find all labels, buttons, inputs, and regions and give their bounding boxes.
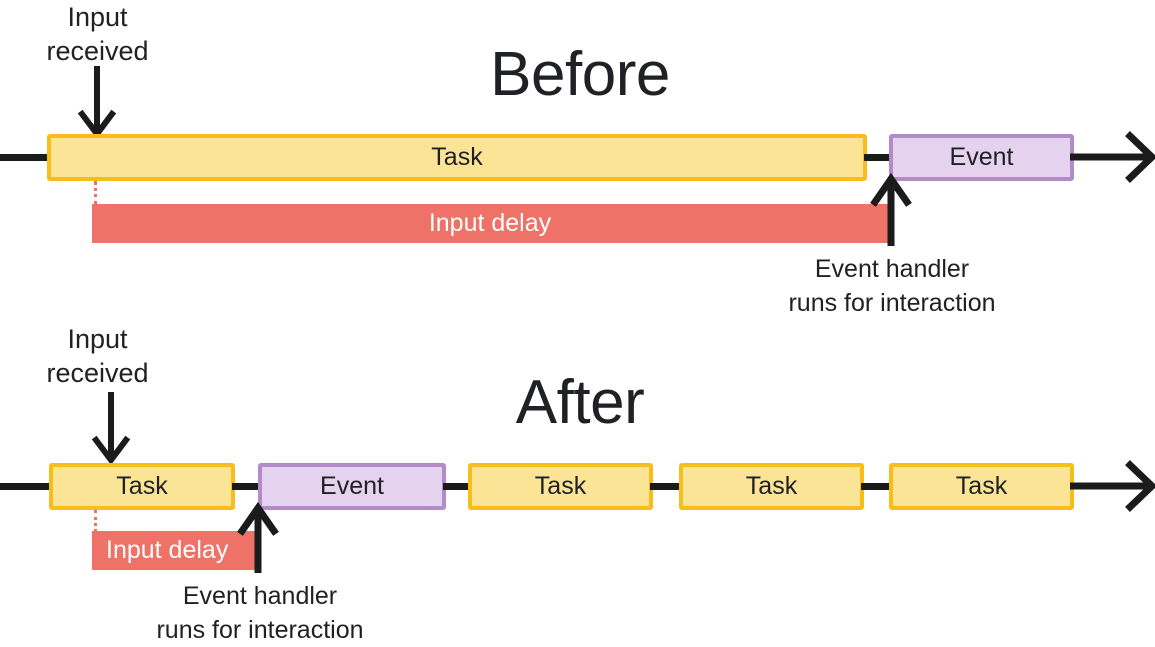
after-task-box-2: Task — [468, 463, 653, 510]
before-rail-connector — [864, 154, 892, 161]
after-task-label-4: Task — [955, 472, 1008, 500]
after-task-label-3: Task — [745, 472, 798, 500]
before-task-label: Task — [431, 143, 483, 171]
before-event-label: Event — [949, 143, 1014, 171]
before-input-label-line1: Input — [67, 2, 128, 32]
after-event-handler-note: Event handler runs for interaction — [60, 579, 460, 647]
before-input-received-label: Input received — [20, 0, 175, 68]
after-event-handler-arrow-icon — [237, 501, 279, 575]
after-rail-left — [0, 483, 51, 490]
after-input-delay-label: Input delay — [106, 536, 229, 564]
before-event-box: Event — [889, 134, 1074, 181]
before-input-tick — [94, 181, 97, 205]
before-input-delay-label: Input delay — [428, 209, 552, 237]
after-input-received-label: Input received — [20, 322, 175, 390]
after-input-tick — [94, 510, 97, 532]
before-event-handler-arrow-icon — [870, 172, 912, 248]
after-rail-connector-3 — [650, 483, 681, 490]
after-handler-line1: Event handler — [182, 582, 338, 610]
after-event-box: Event — [258, 463, 446, 510]
after-rail-connector-2 — [443, 483, 471, 490]
before-task-box: Task — [47, 134, 867, 181]
before-input-label-line2: received — [46, 36, 149, 66]
before-title: Before — [490, 40, 670, 109]
after-handler-line2: runs for interaction — [156, 616, 364, 644]
after-task-label-1: Task — [116, 472, 168, 500]
after-input-label-line1: Input — [67, 324, 128, 354]
before-rail-left — [0, 154, 49, 161]
after-event-label: Event — [320, 472, 384, 500]
before-timeline-arrow-icon — [1070, 131, 1155, 183]
after-task-box-4: Task — [889, 463, 1074, 510]
after-title: After — [515, 368, 645, 437]
after-task-box-3: Task — [679, 463, 864, 510]
after-task-box-1: Task — [49, 463, 235, 510]
after-timeline-arrow-icon — [1070, 460, 1155, 512]
after-rail-connector-4 — [861, 483, 892, 490]
before-input-arrow-icon — [77, 66, 118, 139]
before-handler-line1: Event handler — [814, 255, 970, 283]
after-task-label-2: Task — [534, 472, 587, 500]
before-event-handler-note: Event handler runs for interaction — [692, 252, 1092, 320]
after-input-delay-bar: Input delay — [92, 531, 260, 570]
before-input-delay-bar: Input delay — [92, 204, 888, 243]
before-handler-line2: runs for interaction — [788, 289, 996, 317]
after-input-arrow-icon — [91, 392, 132, 465]
after-rail-connector-1 — [232, 483, 260, 490]
after-input-label-line2: received — [46, 358, 149, 388]
